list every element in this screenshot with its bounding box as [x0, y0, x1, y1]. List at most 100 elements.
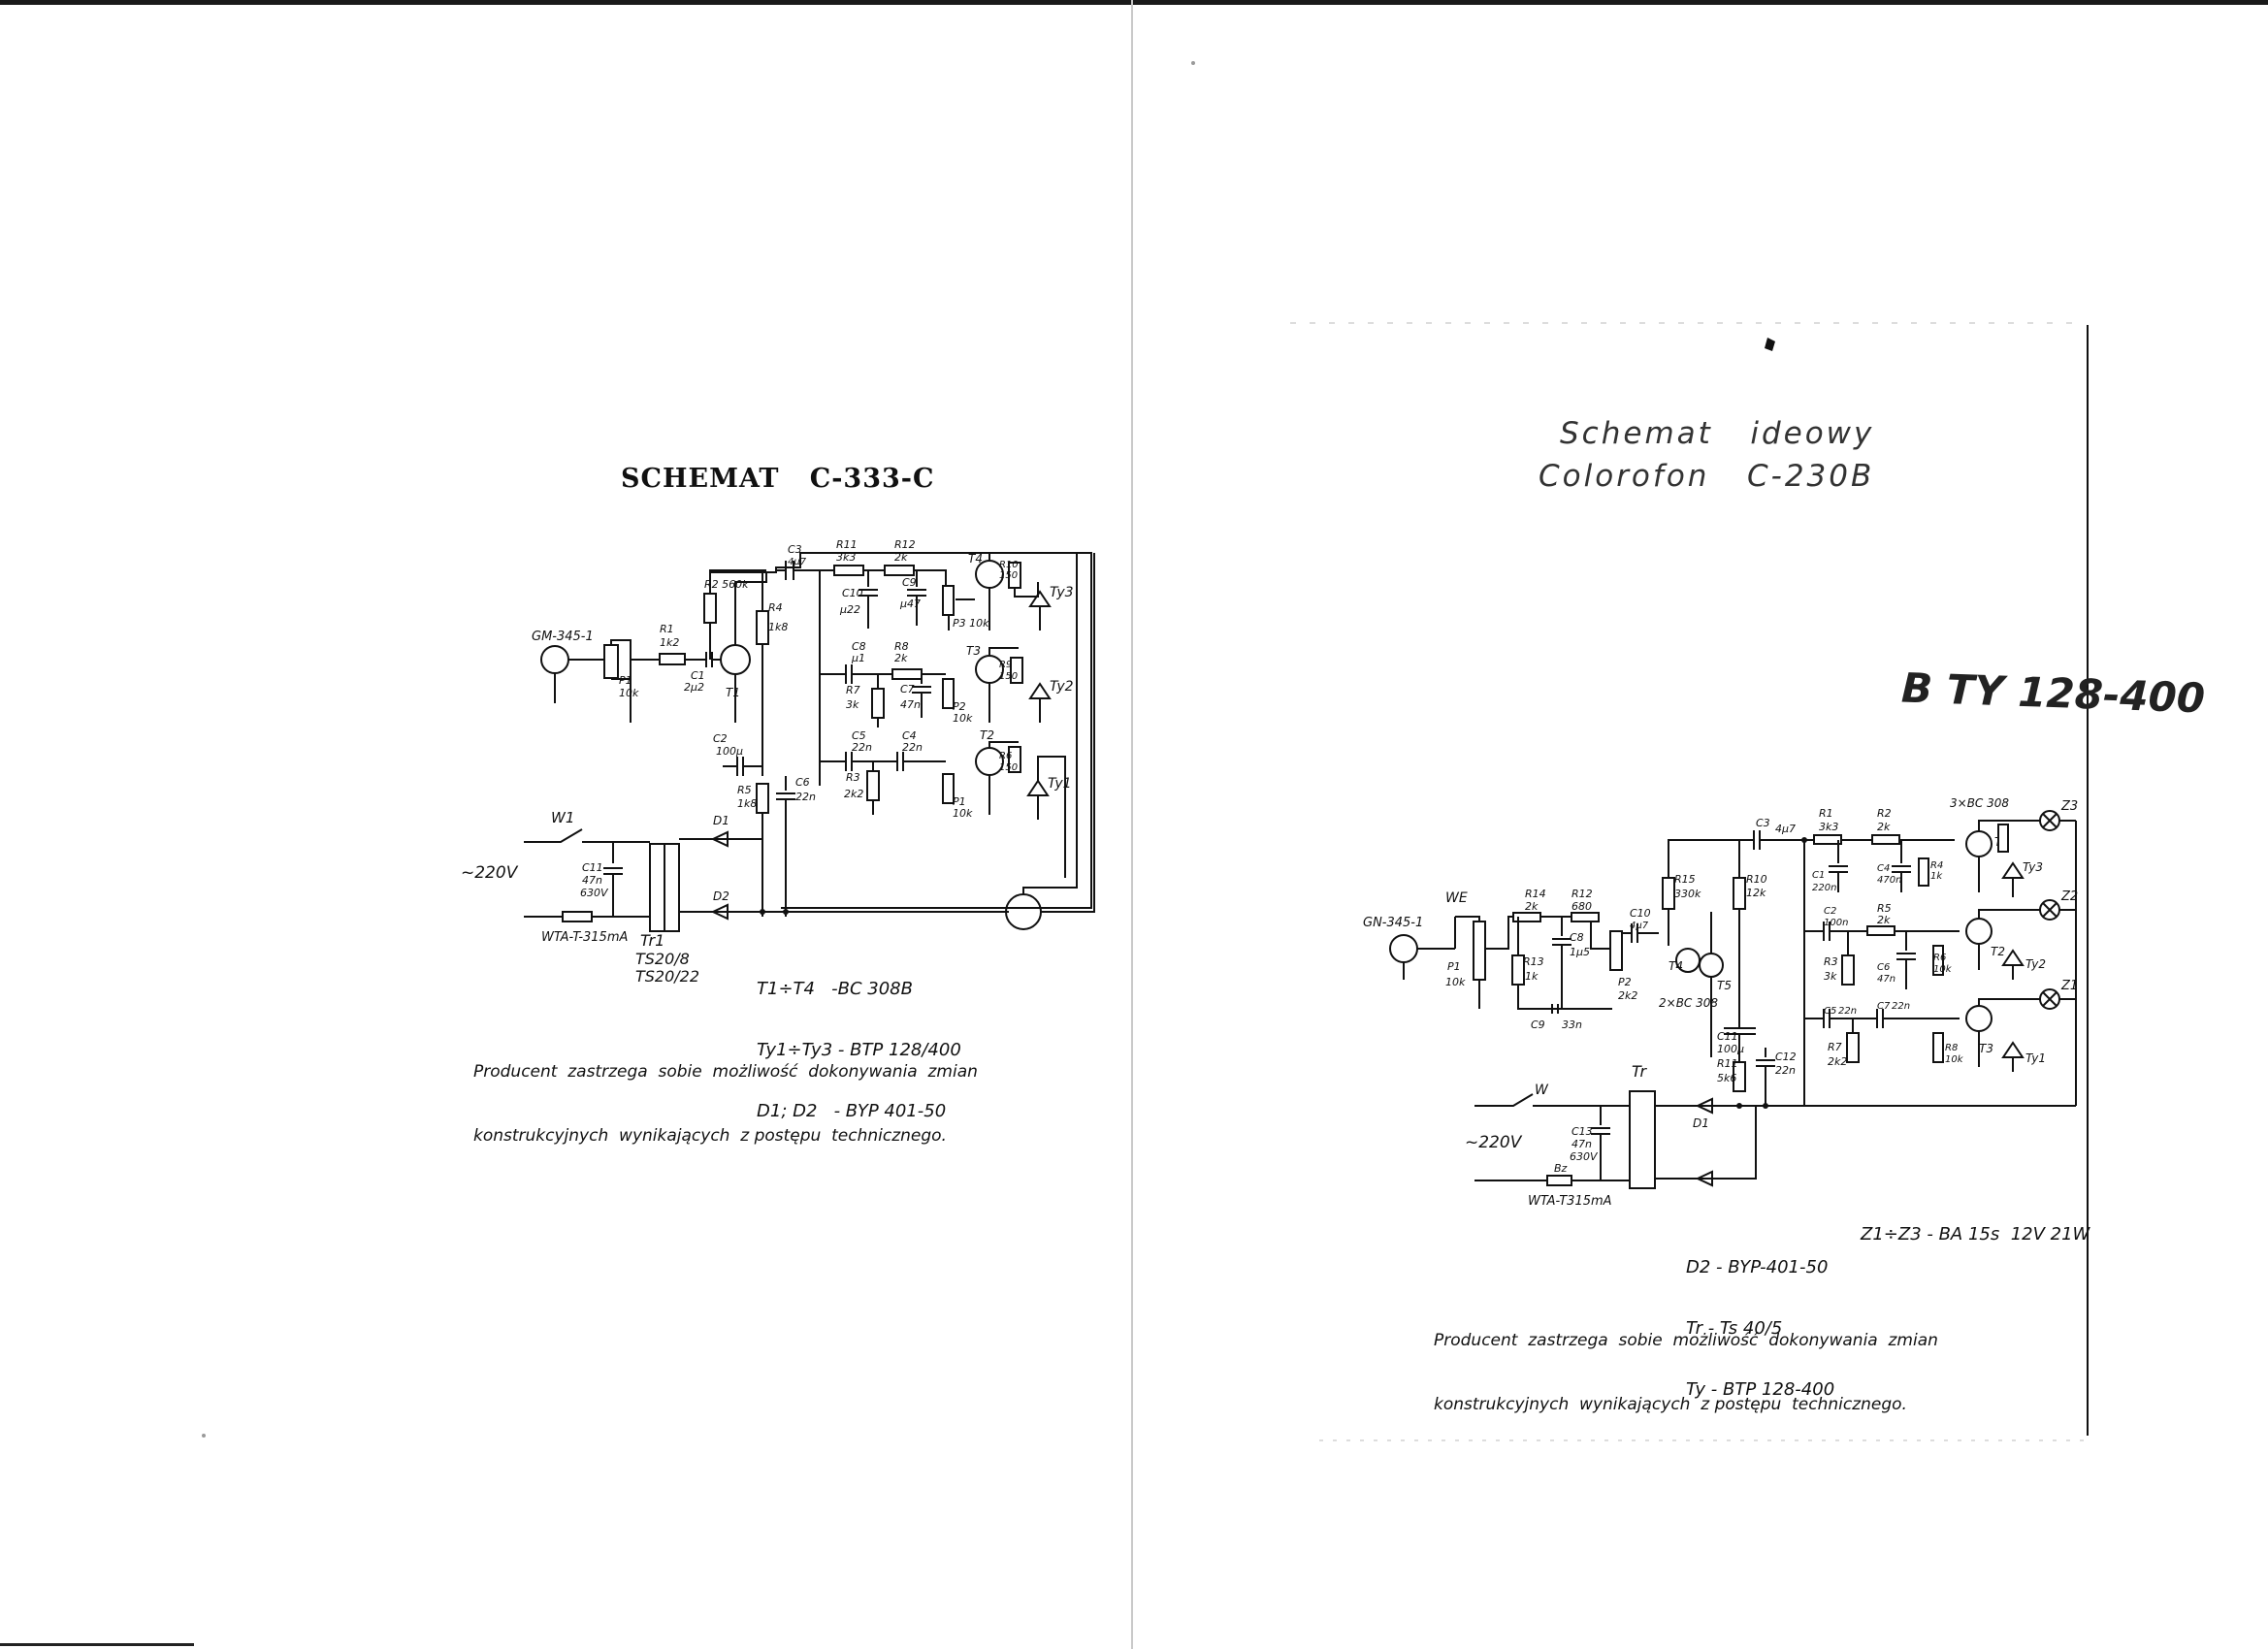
- svg-text:C1: C1: [1812, 870, 1825, 881]
- right-resistor-r8: [1932, 1032, 1944, 1063]
- svg-text:4μ7: 4μ7: [1630, 921, 1649, 931]
- svg-text:47n: 47n: [582, 874, 602, 887]
- left-supply-label: ~220V: [461, 863, 519, 883]
- svg-text:2k2: 2k2: [1828, 1055, 1847, 1068]
- svg-text:C10: C10: [842, 587, 863, 599]
- left-title: SCHEMAT C-333-C: [621, 464, 935, 494]
- right-transistor-note: 2×BC 308: [1659, 996, 1718, 1010]
- svg-text:1k8: 1k8: [768, 621, 788, 633]
- svg-text:C12: C12: [1775, 1051, 1797, 1063]
- svg-text:R1: R1: [1819, 807, 1833, 820]
- left-resistor-r9: [1010, 657, 1023, 684]
- left-legend-line: T1÷T4 -BC 308B: [757, 979, 913, 999]
- svg-text:C11: C11: [1717, 1030, 1738, 1043]
- svg-text:Ty1: Ty1: [1048, 776, 1072, 792]
- svg-text:T2: T2: [980, 728, 994, 742]
- left-switch-label: W1: [551, 809, 574, 826]
- svg-text:47n: 47n: [1571, 1138, 1592, 1150]
- svg-text:R6: R6: [1933, 953, 1946, 963]
- svg-text:C9: C9: [1531, 1018, 1545, 1031]
- svg-text:R1: R1: [660, 623, 674, 635]
- svg-text:4μ7: 4μ7: [788, 557, 807, 567]
- svg-text:R10: R10: [999, 560, 1019, 570]
- left-pot-p1: [603, 644, 619, 679]
- svg-text:1k: 1k: [1525, 970, 1539, 983]
- svg-text:Z2: Z2: [2060, 889, 2078, 904]
- svg-text:R13: R13: [1523, 955, 1544, 968]
- scan-bottom-edge: [0, 1643, 194, 1646]
- right-lamp-legend: Z1÷Z3 - BA 15s 12V 21W: [1861, 1224, 2090, 1245]
- left-fuse: [562, 911, 593, 922]
- left-pot-p1b: [942, 773, 955, 804]
- notice-line: Producent zastrzega sobie możliwość doko…: [473, 1062, 978, 1082]
- notice-line: Producent zastrzega sobie możliwość doko…: [1434, 1331, 1938, 1350]
- svg-text:100μ: 100μ: [1717, 1043, 1744, 1055]
- left-p1-label: P1: [619, 674, 632, 687]
- right-legend-line: Tr - Ts 40/5: [1686, 1318, 1783, 1339]
- left-p1-value: 10k: [619, 687, 639, 699]
- svg-text:P3 10k: P3 10k: [953, 617, 989, 630]
- right-input-label: WE: [1445, 890, 1468, 906]
- svg-text:47n: 47n: [900, 698, 921, 711]
- svg-text:2k: 2k: [1877, 914, 1891, 926]
- svg-text:R10: R10: [1746, 873, 1767, 886]
- svg-text:Z1: Z1: [2060, 979, 2078, 993]
- svg-text:R7: R7: [846, 684, 860, 696]
- right-legend-line: D2 - BYP-401-50: [1686, 1257, 1829, 1277]
- right-transistor-t5: [1699, 953, 1724, 978]
- notice-line: konstrukcyjnych wynikających z postępu t…: [473, 1126, 947, 1146]
- svg-text:22n: 22n: [1892, 1001, 1910, 1012]
- svg-text:R14: R14: [1525, 888, 1546, 900]
- svg-text:2k: 2k: [894, 551, 908, 564]
- svg-text:μ47: μ47: [899, 598, 921, 610]
- svg-text:Ty1: Ty1: [2025, 1051, 2046, 1065]
- svg-text:630V: 630V: [580, 887, 609, 899]
- svg-text:2k: 2k: [894, 652, 908, 664]
- svg-text:C3: C3: [788, 543, 802, 556]
- svg-text:2μ2: 2μ2: [684, 681, 704, 694]
- right-pot-p2: [1609, 930, 1623, 971]
- left-transformer-label: Tr1: [640, 931, 664, 950]
- left-parts-legend: T1÷T4 -BC 308B Ty1÷Ty3 - BTP 128/400 D1;…: [757, 938, 961, 1142]
- svg-text:150: 150: [999, 671, 1018, 682]
- svg-text:C6: C6: [1877, 962, 1890, 973]
- svg-text:2k: 2k: [1525, 900, 1539, 913]
- right-resistor-r3: [1841, 954, 1855, 986]
- svg-text:3k3: 3k3: [836, 551, 856, 564]
- svg-text:5k6: 5k6: [1717, 1072, 1736, 1084]
- svg-text:C4: C4: [902, 729, 917, 742]
- svg-text:630V: 630V: [1570, 1150, 1599, 1163]
- right-fuse-ref: Bz: [1554, 1162, 1568, 1175]
- right-notice: Producent zastrzega sobie możliwość doko…: [1434, 1287, 1938, 1437]
- svg-text:D1: D1: [713, 814, 729, 827]
- svg-text:R3: R3: [846, 771, 860, 784]
- svg-text:C6: C6: [795, 776, 810, 789]
- svg-text:R2 560k: R2 560k: [704, 578, 749, 591]
- svg-text:D1: D1: [1693, 1116, 1709, 1130]
- right-resistor-r7: [1846, 1032, 1860, 1063]
- right-transformer-tr: [1629, 1090, 1656, 1189]
- svg-text:4μ7: 4μ7: [1775, 823, 1796, 835]
- svg-text:R4: R4: [768, 601, 783, 614]
- page-fold: [1131, 0, 1133, 1649]
- svg-text:T5: T5: [1717, 979, 1732, 992]
- svg-text:1k2: 1k2: [660, 636, 679, 649]
- svg-text:C2: C2: [1824, 906, 1836, 917]
- right-title-line-2: Colorofon C-230B: [1539, 459, 1875, 494]
- svg-text:47n: 47n: [1877, 974, 1895, 985]
- svg-text:3k: 3k: [1824, 970, 1837, 983]
- right-title: Schemat ideowy Colorofon C-230B: [1539, 412, 1874, 498]
- svg-text:Ty2: Ty2: [2025, 957, 2046, 971]
- svg-text:220n: 220n: [1812, 883, 1836, 893]
- right-resistor-r1: [1813, 834, 1842, 845]
- svg-text:22n: 22n: [902, 741, 923, 754]
- svg-text:P2: P2: [1618, 976, 1632, 988]
- right-resistor-r6: [1932, 945, 1944, 976]
- right-resistor-r2: [1871, 834, 1900, 845]
- svg-text:R12: R12: [1571, 888, 1593, 900]
- svg-text:10k: 10k: [1445, 976, 1466, 988]
- right-parts-legend: D2 - BYP-401-50 Tr - Ts 40/5 Ty - BTP 12…: [1686, 1216, 1834, 1420]
- right-input-connector-icon: [1389, 934, 1418, 963]
